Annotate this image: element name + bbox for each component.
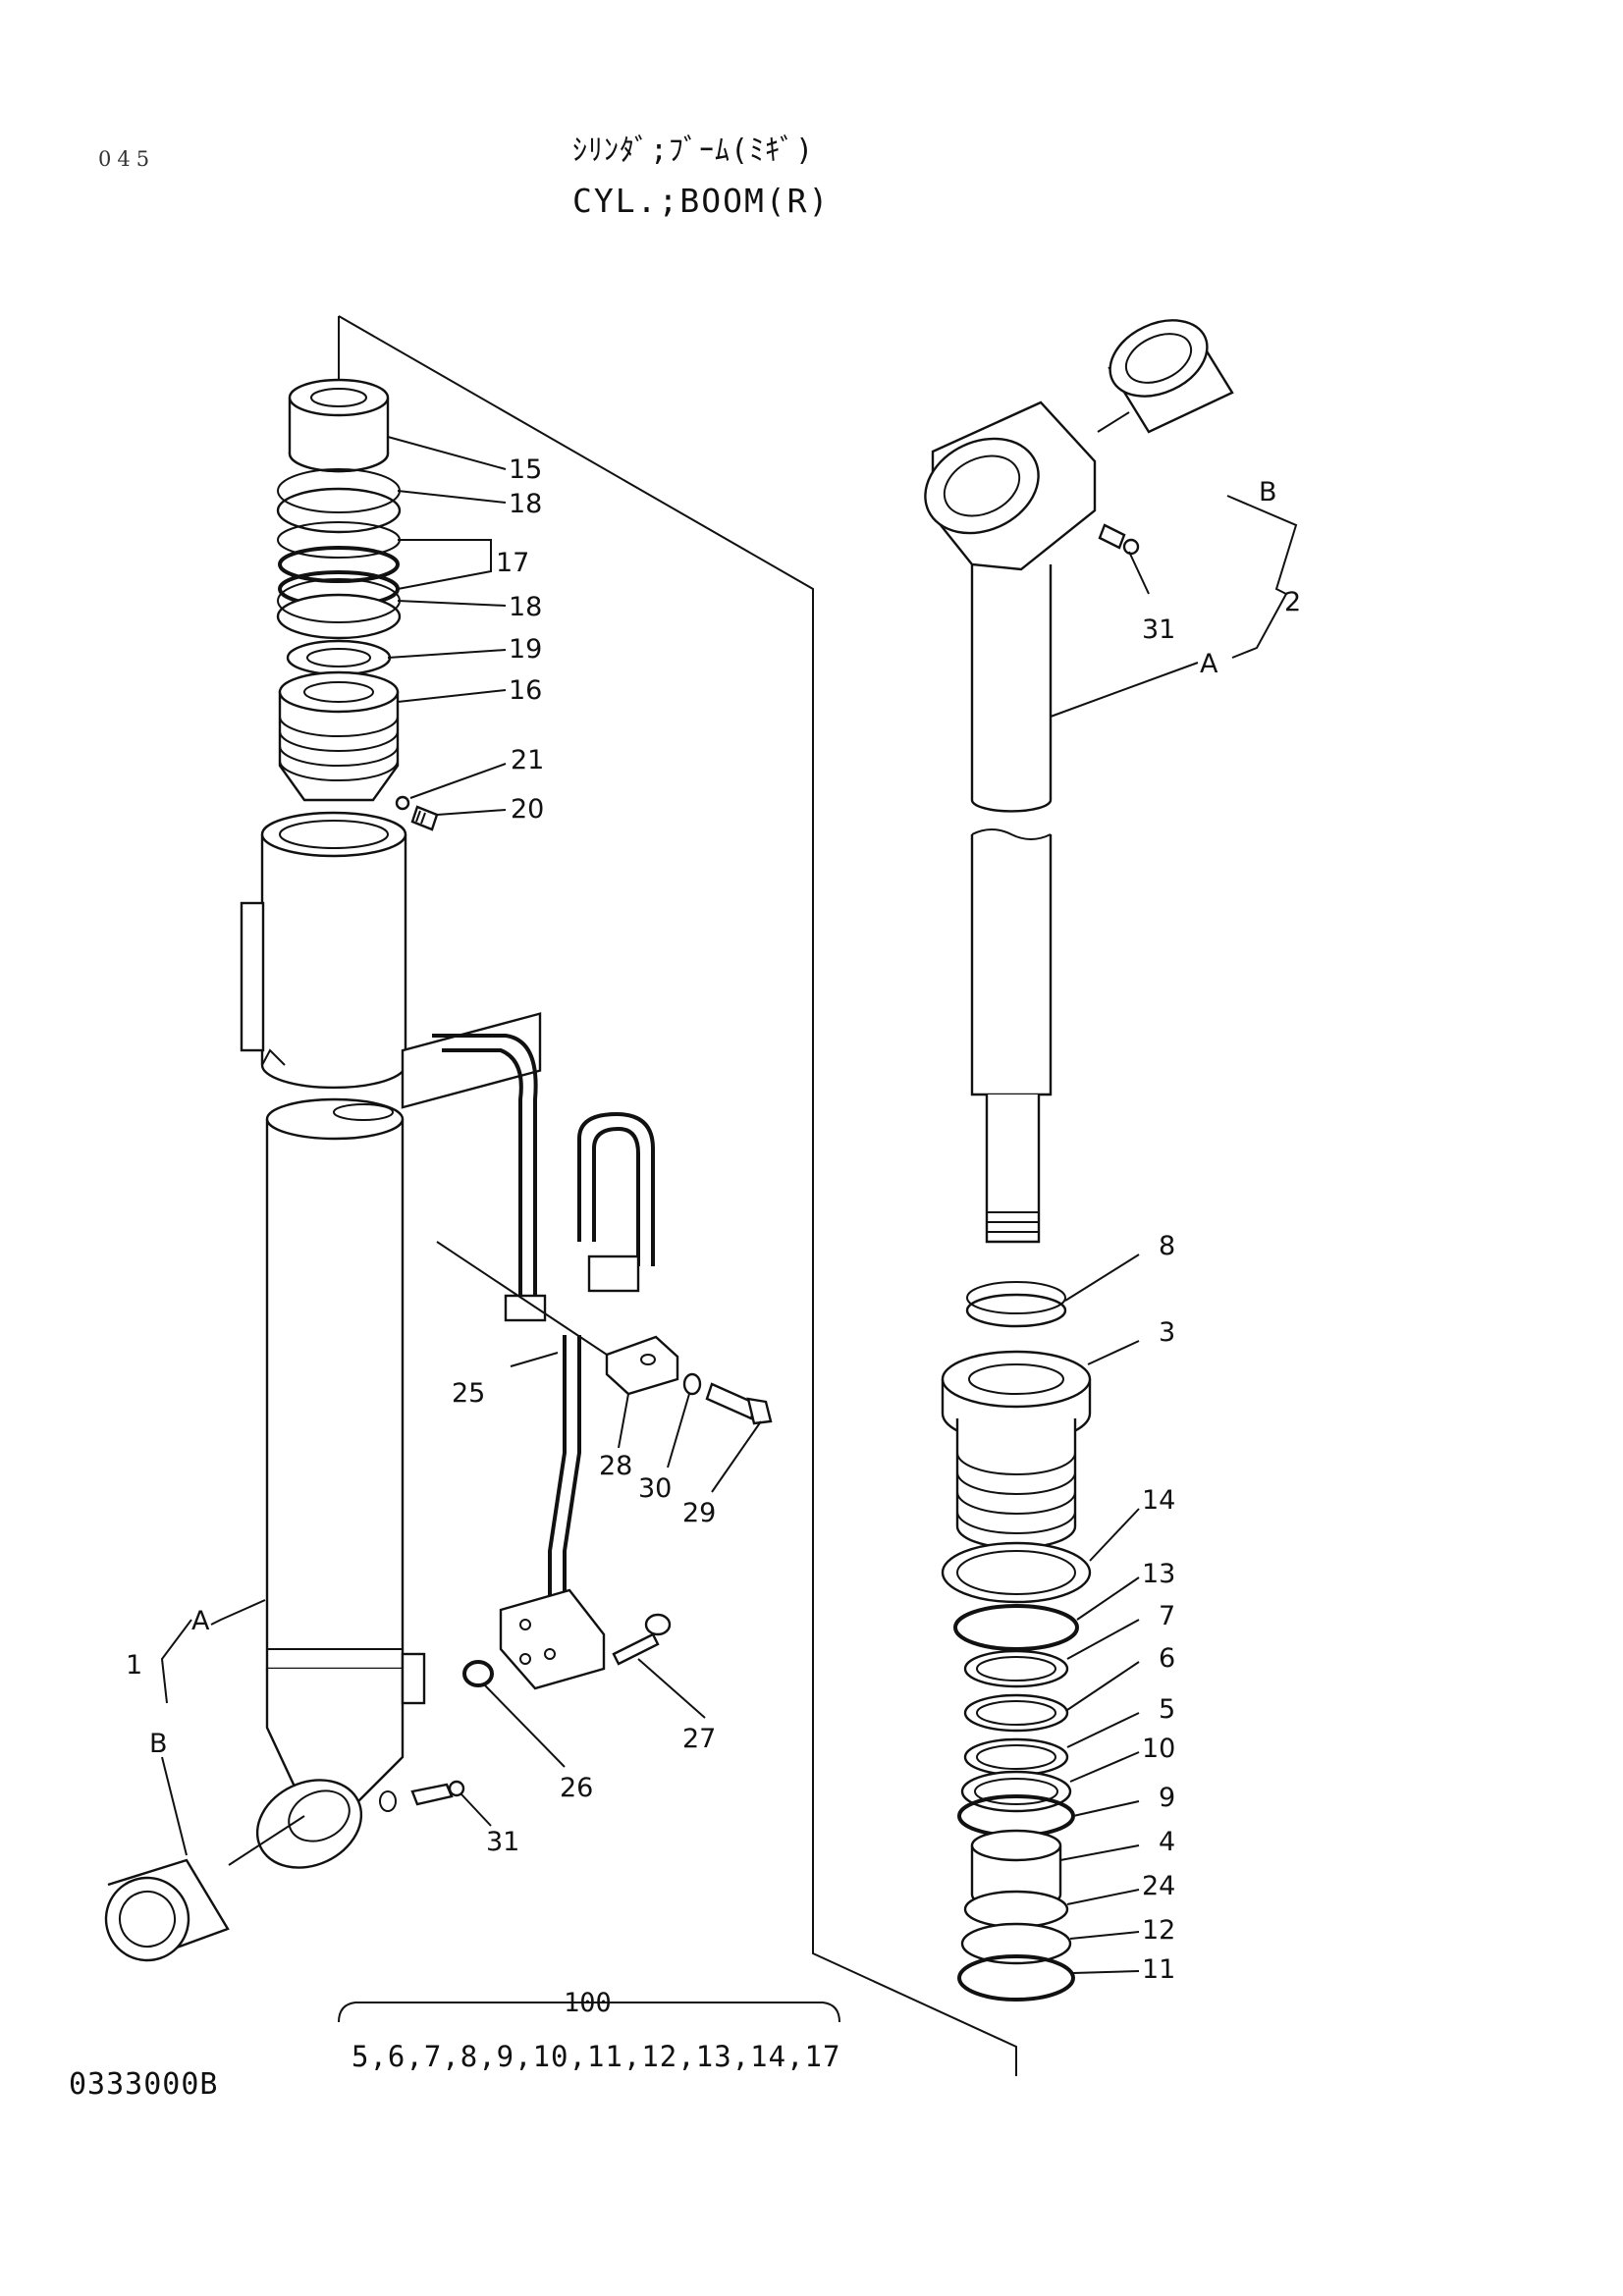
callout-2: 2 bbox=[1284, 587, 1301, 617]
callout-3: 3 bbox=[1159, 1317, 1175, 1348]
set-screw-part-20 bbox=[410, 805, 439, 831]
page-number: 045 bbox=[98, 147, 156, 171]
callout-6: 6 bbox=[1159, 1643, 1175, 1674]
callout-a-right: A bbox=[1200, 649, 1218, 679]
callout-26: 26 bbox=[560, 1773, 593, 1803]
callout-20: 20 bbox=[511, 794, 544, 825]
callout-15: 15 bbox=[509, 454, 542, 485]
seal-kit-part-list: 5,6,7,8,9,10,11,12,13,14,17 bbox=[352, 2040, 841, 2073]
o-ring-part-13 bbox=[953, 1604, 1079, 1651]
head-bushing-part-15 bbox=[288, 378, 390, 473]
ring-part-10 bbox=[960, 1770, 1072, 1813]
o-ring-part-26 bbox=[462, 1660, 494, 1687]
callout-21: 21 bbox=[511, 745, 544, 775]
dust-seal-rings-part-18-17 bbox=[276, 468, 402, 640]
callout-10: 10 bbox=[1142, 1734, 1175, 1764]
bolt-part-27 bbox=[612, 1613, 672, 1666]
bolt-part-29 bbox=[705, 1382, 773, 1425]
steel-ball-part-21 bbox=[395, 795, 410, 811]
callout-12: 12 bbox=[1142, 1915, 1175, 1946]
callout-a-left: A bbox=[191, 1606, 210, 1636]
piston-part-3 bbox=[941, 1350, 1092, 1550]
callout-b-left: B bbox=[149, 1729, 168, 1759]
callout-13: 13 bbox=[1142, 1559, 1175, 1589]
callout-18-lower: 18 bbox=[509, 592, 542, 622]
callout-28: 28 bbox=[599, 1451, 632, 1481]
flange-block-part-25 bbox=[499, 1588, 606, 1690]
grease-nipple-part-31-left bbox=[410, 1780, 465, 1806]
washer-part-30 bbox=[682, 1372, 702, 1396]
callout-29: 29 bbox=[682, 1498, 716, 1528]
cylinder-tube-upper-section bbox=[240, 811, 407, 1090]
rod-eye-part-a-right bbox=[924, 400, 1097, 571]
callout-30: 30 bbox=[638, 1473, 672, 1504]
callout-31-left: 31 bbox=[486, 1827, 519, 1857]
clamp-part-28 bbox=[605, 1335, 679, 1396]
leader-lines bbox=[160, 436, 1298, 2023]
callout-31-right: 31 bbox=[1142, 614, 1175, 645]
title-japanese: ｼﾘﾝﾀﾞ;ﾌﾞｰﾑ(ﾐｷﾞ) bbox=[572, 133, 815, 168]
ring-part-7 bbox=[963, 1649, 1069, 1688]
piston-rod-part-2 bbox=[970, 564, 1053, 1244]
callout-14: 14 bbox=[1142, 1485, 1175, 1516]
pin-bushing-part-b-left bbox=[104, 1815, 305, 1962]
callout-4: 4 bbox=[1159, 1827, 1175, 1857]
callout-25: 25 bbox=[452, 1378, 485, 1409]
title-english: CYL.;BOOM(R) bbox=[572, 182, 831, 220]
callout-24: 24 bbox=[1142, 1871, 1175, 1901]
pipe-part-25 bbox=[432, 1034, 655, 1610]
callout-labels: 15 18 17 18 19 16 21 20 25 28 30 29 27 2… bbox=[126, 454, 1301, 1985]
callout-5: 5 bbox=[1159, 1694, 1175, 1725]
callout-19: 19 bbox=[509, 634, 542, 665]
callout-16: 16 bbox=[509, 675, 542, 706]
callout-1: 1 bbox=[126, 1650, 142, 1681]
wear-ring-part-8 bbox=[965, 1281, 1067, 1328]
o-ring-part-11 bbox=[957, 1954, 1075, 2002]
seal-part-14 bbox=[941, 1541, 1092, 1604]
ring-part-5 bbox=[963, 1737, 1069, 1777]
drawing-code: 0333000B bbox=[69, 2067, 219, 2102]
callout-7: 7 bbox=[1159, 1601, 1175, 1631]
callout-9: 9 bbox=[1159, 1783, 1175, 1813]
backup-ring-part-19 bbox=[286, 639, 392, 676]
callout-18-upper: 18 bbox=[509, 489, 542, 519]
snap-ring-part-24 bbox=[963, 1890, 1069, 1929]
backup-ring-part-12 bbox=[960, 1922, 1072, 1965]
cylinder-head-part-16 bbox=[278, 670, 400, 802]
grease-nipple-part-31-right bbox=[1098, 523, 1140, 556]
callout-17: 17 bbox=[496, 548, 529, 578]
callout-8: 8 bbox=[1159, 1231, 1175, 1261]
pin-bushing-part-b-right bbox=[1097, 319, 1234, 434]
ring-part-6 bbox=[963, 1693, 1069, 1733]
callout-11: 11 bbox=[1142, 1954, 1175, 1985]
callout-b-right: B bbox=[1259, 477, 1277, 507]
cylinder-tube-part-1 bbox=[255, 1012, 542, 1869]
callout-27: 27 bbox=[682, 1724, 716, 1754]
